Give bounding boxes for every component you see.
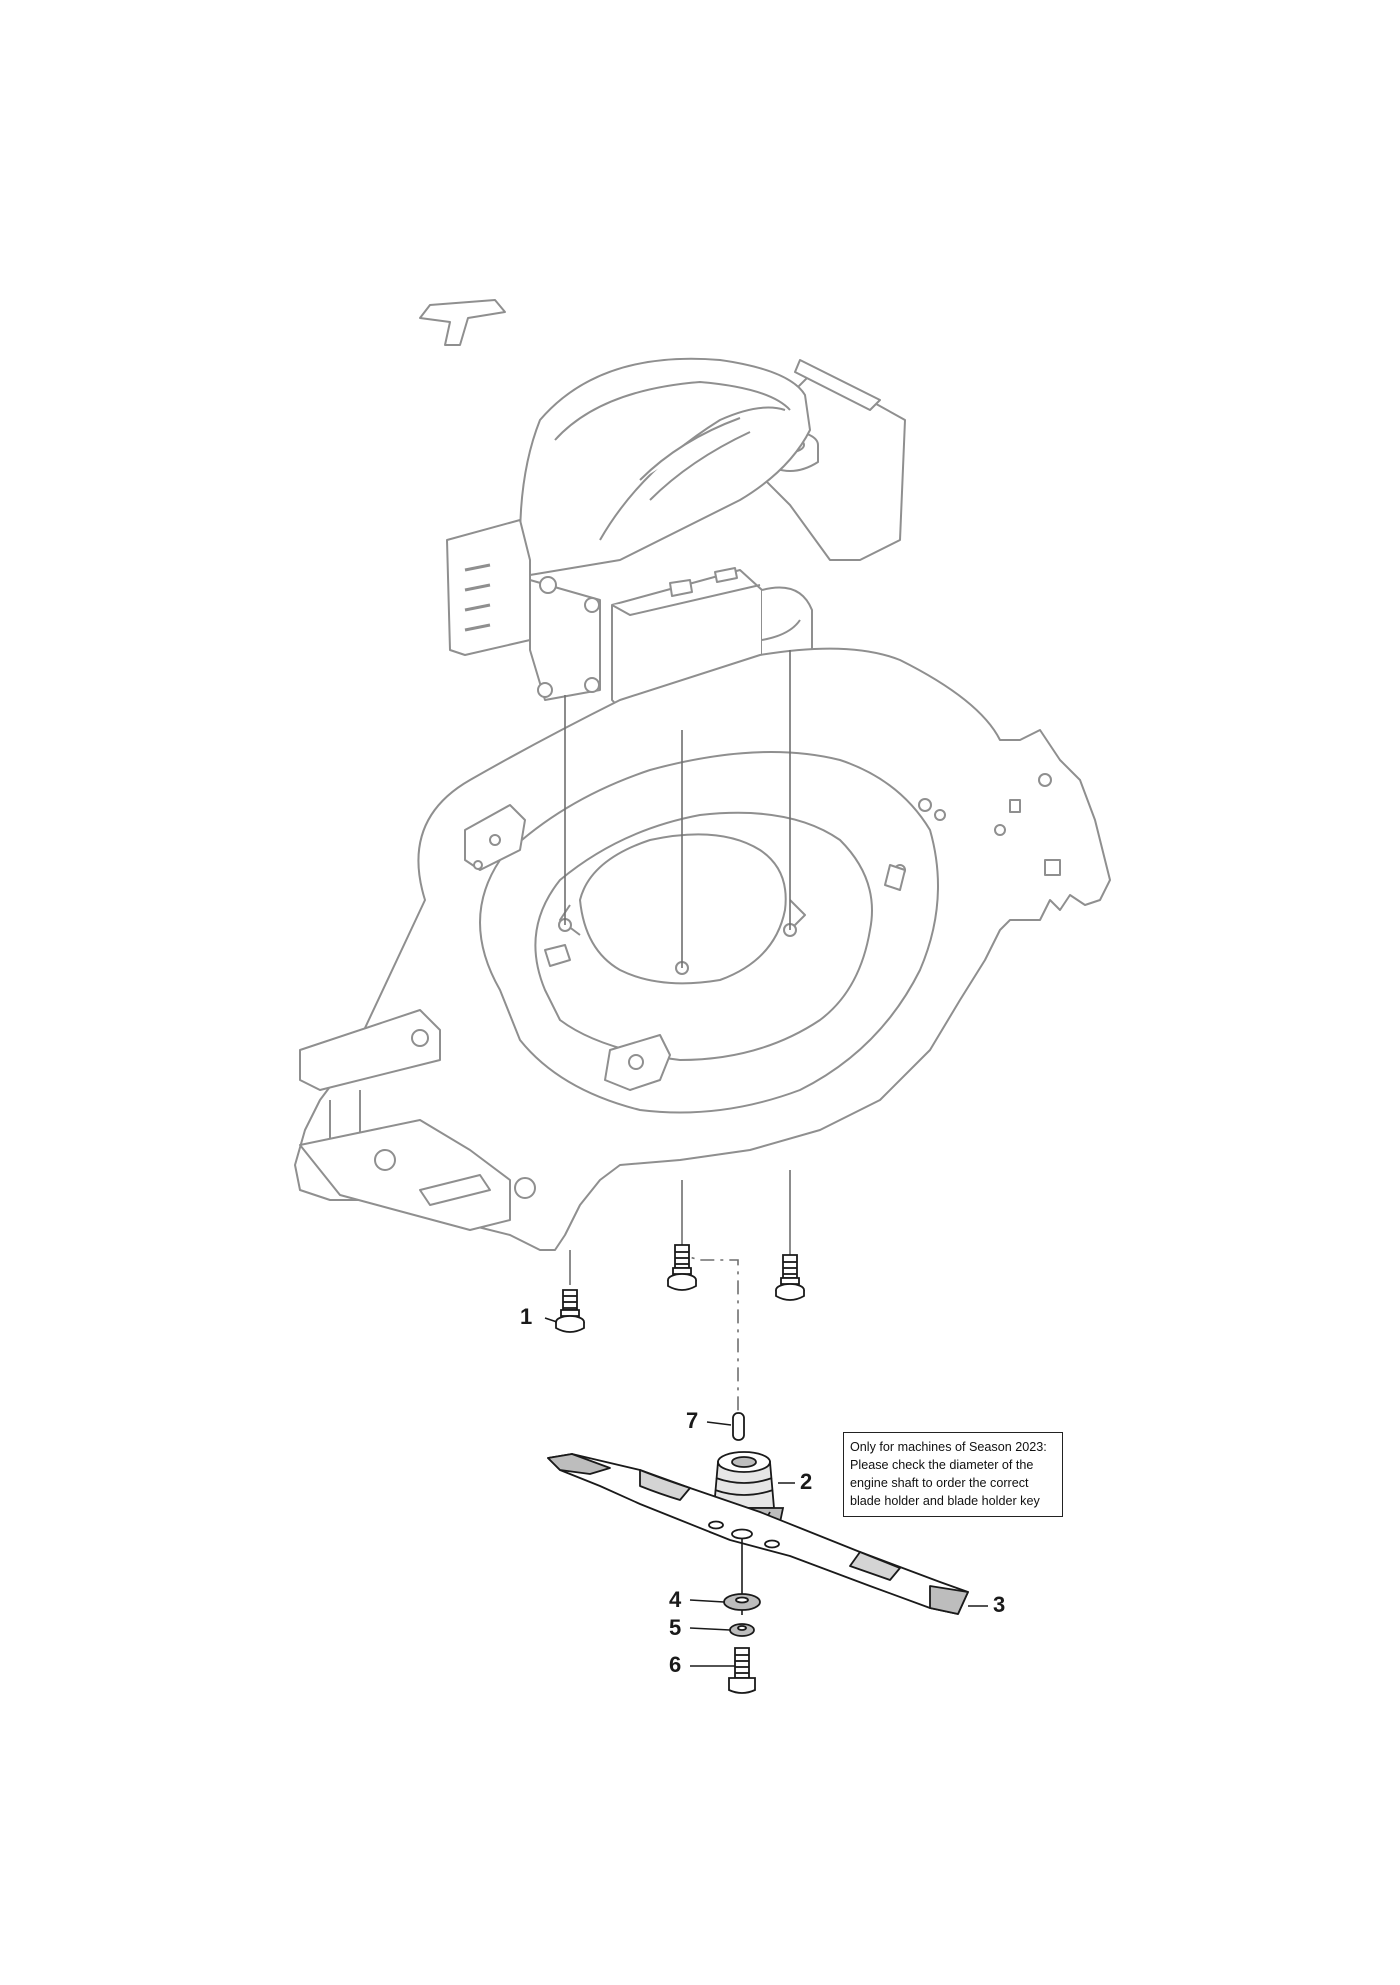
leader-7: [706, 1421, 732, 1426]
leader-1: [544, 1317, 558, 1323]
leader-lines: [544, 1317, 988, 1667]
blade-bolt: [728, 1647, 756, 1694]
callout-2: 2: [800, 1469, 813, 1494]
note-line-1: Only for machines of Season 2023:: [850, 1440, 1047, 1454]
bolt-rear: [775, 1254, 805, 1301]
note-line-4: blade holder and blade holder key: [850, 1494, 1040, 1508]
mower-blade: [547, 1453, 969, 1615]
blade-holder-key: [732, 1412, 745, 1441]
engine-assembly: [419, 299, 906, 731]
callout-3: 3: [993, 1592, 1006, 1617]
washer: [723, 1593, 761, 1611]
callout-1: 1: [520, 1304, 533, 1329]
note-line-2: Please check the diameter of the: [850, 1458, 1034, 1472]
leader-4: [689, 1599, 725, 1603]
spring-washer: [729, 1623, 755, 1637]
bolt-front-left: [555, 1289, 585, 1333]
callout-4: 4: [669, 1587, 682, 1612]
callout-5: 5: [669, 1615, 682, 1640]
mower-deck: [294, 647, 1111, 1251]
season-2023-note: Only for machines of Season 2023: Please…: [843, 1432, 1063, 1517]
callout-6: 6: [669, 1652, 682, 1677]
leader-5: [689, 1627, 731, 1631]
callout-7: 7: [686, 1408, 699, 1433]
bolt-middle: [667, 1244, 697, 1291]
note-line-3: engine shaft to order the correct: [850, 1476, 1029, 1490]
